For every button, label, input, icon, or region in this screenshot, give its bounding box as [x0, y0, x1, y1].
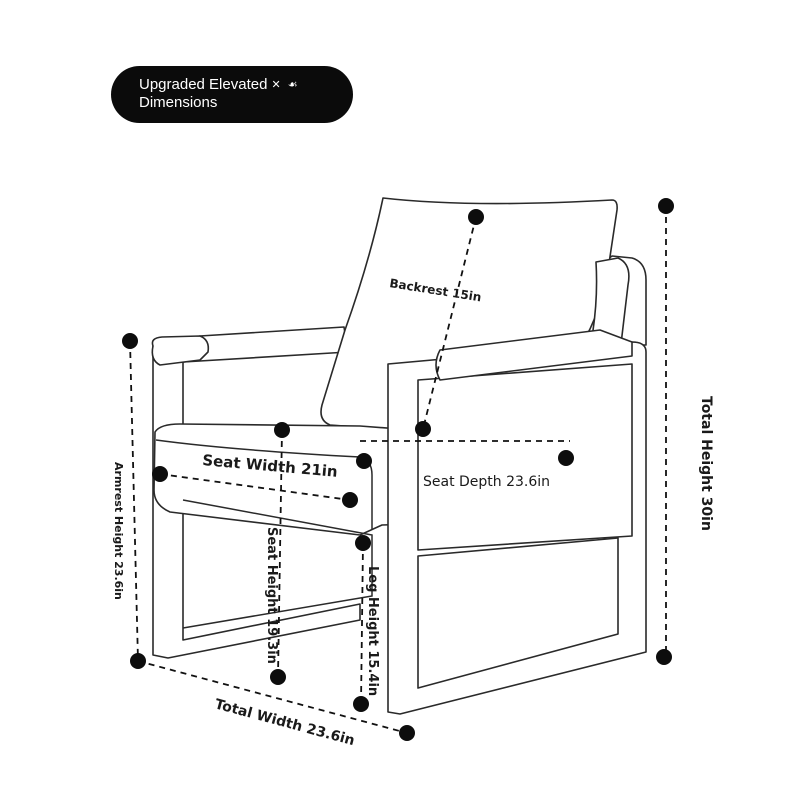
right-frame-window-top — [417, 363, 633, 551]
front-rail — [182, 499, 373, 629]
dimension-dot — [353, 696, 369, 712]
title-line-1-text: Upgraded Elevated — [139, 76, 268, 93]
armrest-height-line — [129, 340, 139, 662]
dimension-dot — [130, 653, 146, 669]
dimension-dot — [415, 421, 431, 437]
dimension-dot — [270, 669, 286, 685]
backrest-line — [422, 216, 477, 430]
dimension-dot — [122, 333, 138, 349]
dimension-dot — [356, 453, 372, 469]
seat-height-label: Seat Height 19.3in — [264, 527, 279, 664]
dimension-dot — [468, 209, 484, 225]
total-width-line — [137, 660, 408, 734]
sparkle-icon: ✕ ☙ — [271, 79, 300, 91]
dimension-dot — [342, 492, 358, 508]
dimension-dot — [399, 725, 415, 741]
dimension-lines — [129, 206, 667, 734]
dimension-dot — [274, 422, 290, 438]
total-width-label: Total Width 23.6in — [213, 696, 356, 749]
armrest-height-label: Armrest Height 23.6in — [112, 462, 125, 600]
right-armrest-pad — [435, 329, 633, 381]
dimension-dot — [152, 466, 168, 482]
dimension-dot — [558, 450, 574, 466]
seat-width-line — [159, 473, 351, 501]
dimension-dot — [656, 649, 672, 665]
leg-height-line — [360, 542, 364, 705]
total-height-label: Total Height 30in — [698, 396, 714, 531]
seat-depth-label: Seat Depth 23.6in — [423, 474, 550, 490]
title-badge: Upgraded Elevated✕ ☙ Dimensions — [111, 66, 353, 123]
left-armrest-pad — [151, 335, 210, 366]
dimension-dots — [122, 198, 674, 741]
leg-height-label: Leg Height 15.4in — [365, 566, 380, 696]
right-frame-window-bottom — [417, 537, 619, 689]
seat-height-line — [277, 429, 283, 677]
chair-illustration — [151, 197, 647, 715]
title-line-1: Upgraded Elevated✕ ☙ — [139, 76, 353, 94]
dimension-dot — [658, 198, 674, 214]
dimension-dot — [355, 535, 371, 551]
seat-front-edge — [155, 439, 373, 530]
title-line-2: Dimensions — [139, 94, 218, 111]
